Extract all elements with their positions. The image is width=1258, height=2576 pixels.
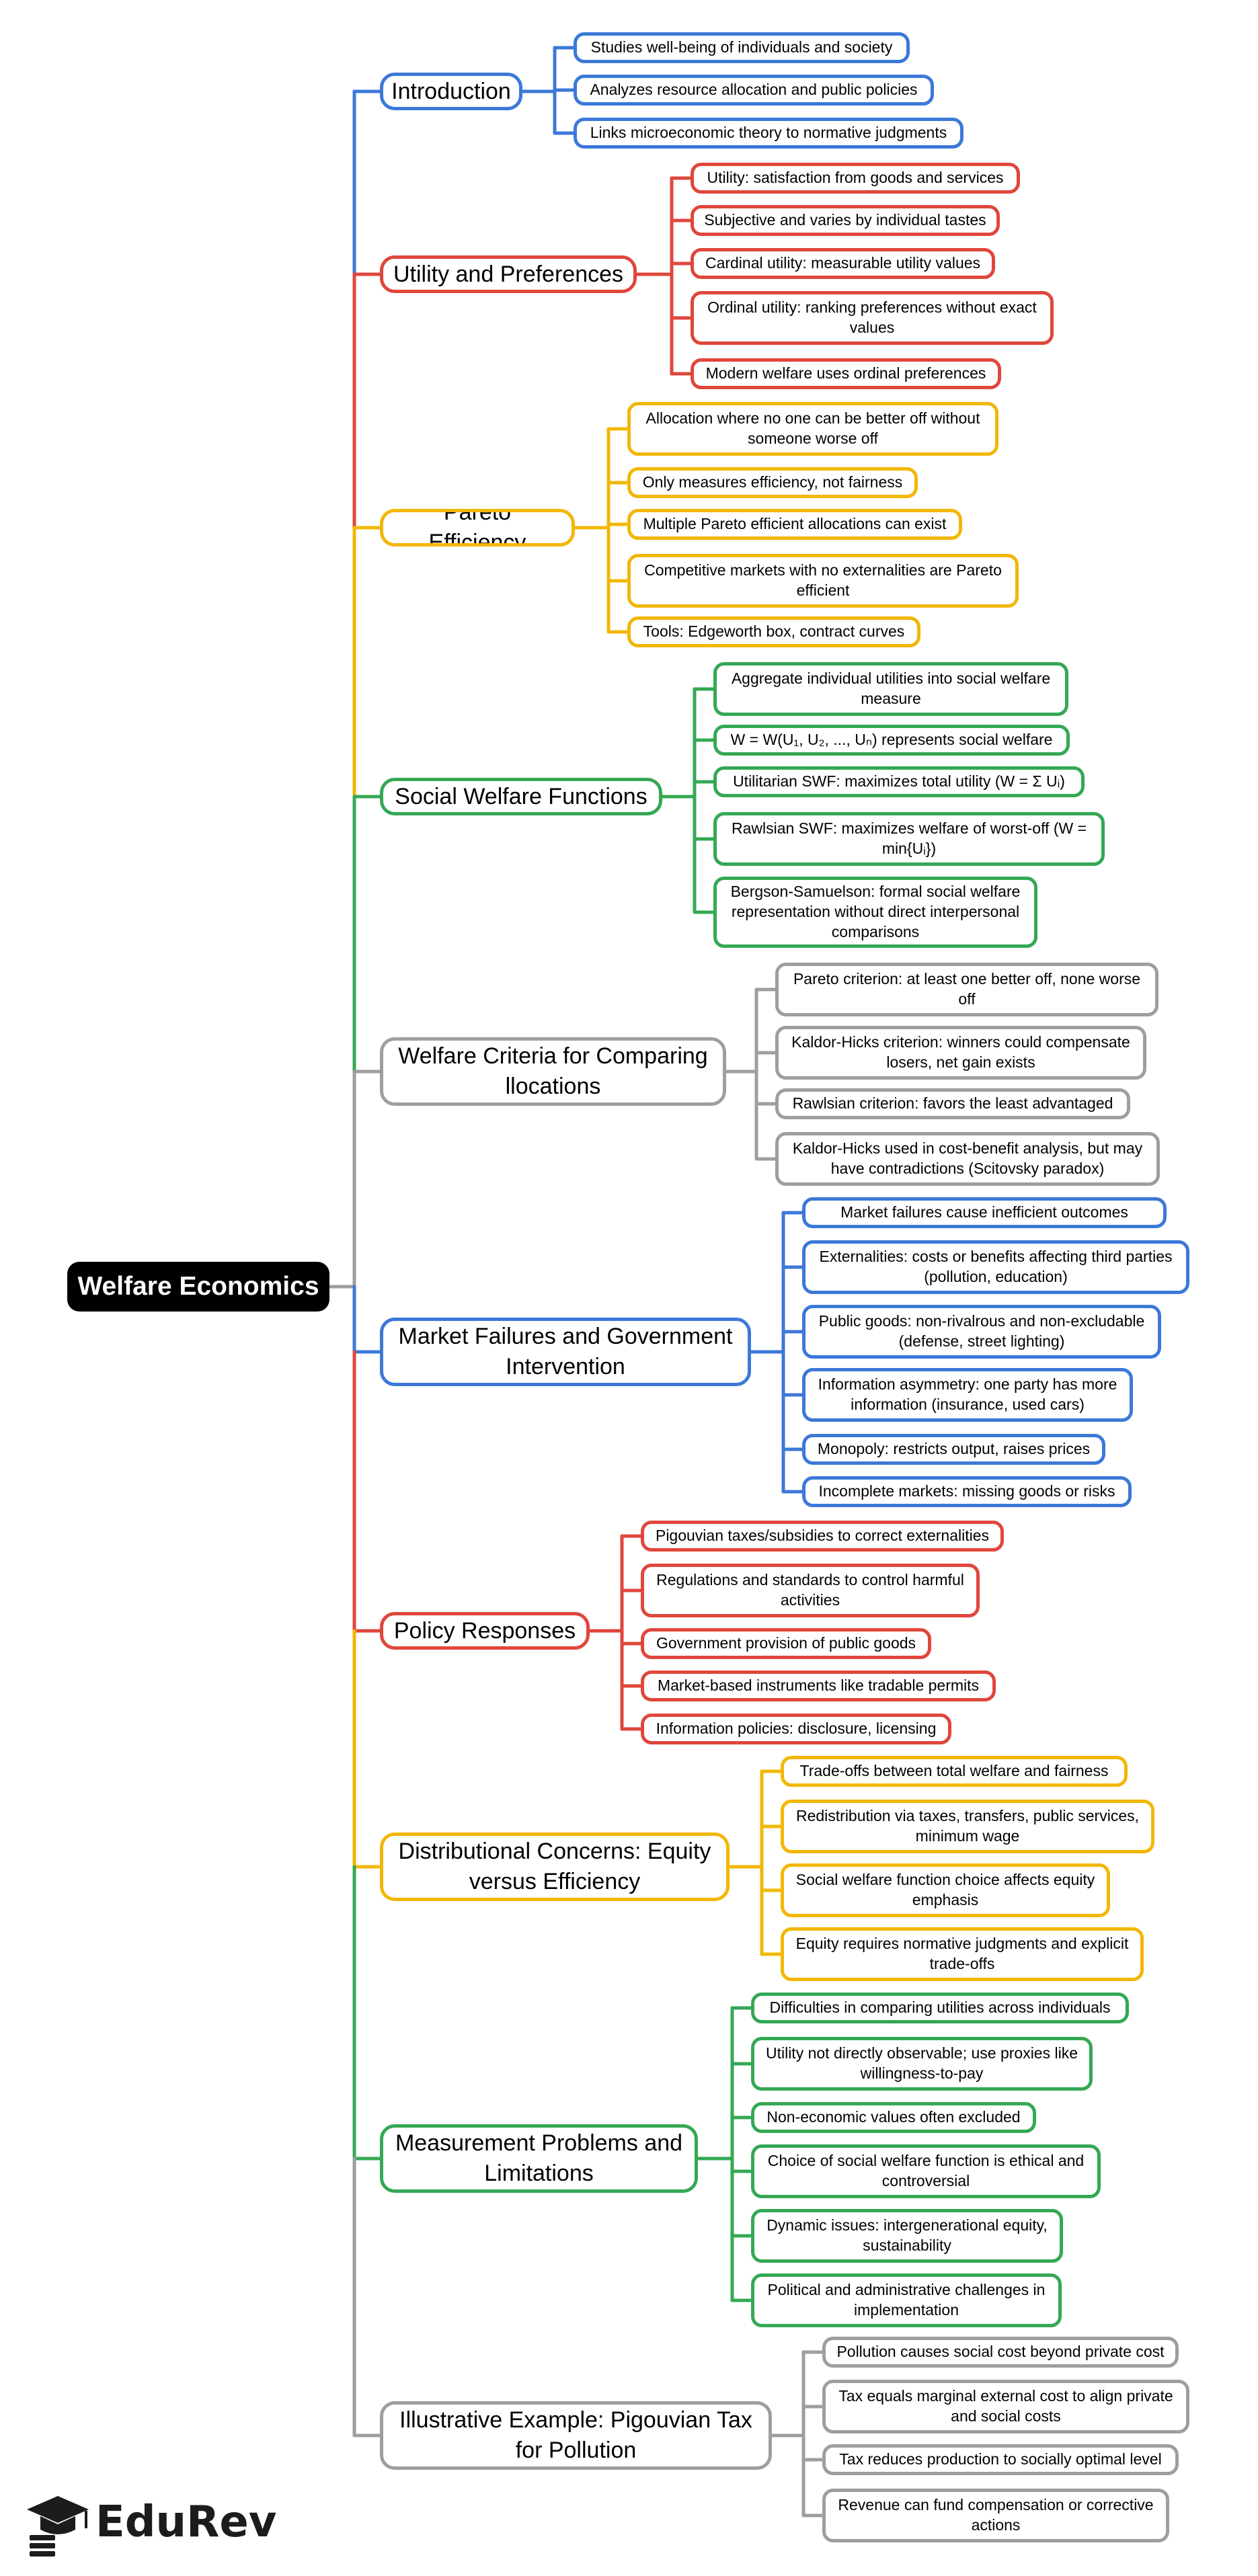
leaf-node: Equity requires normative judgments and … [781,1927,1144,1981]
leaf-node: Redistribution via taxes, transfers, pub… [781,1800,1154,1853]
leaf-node: Social welfare function choice affects e… [781,1863,1110,1917]
leaf-node: Tax reduces production to socially optim… [822,2444,1179,2475]
leaf-node: Choice of social welfare function is eth… [751,2144,1101,2198]
branch-node: Utility and Preferences [380,255,637,293]
leaf-node: Government provision of public goods [641,1628,931,1659]
leaf-node: Monopoly: restricts output, raises price… [802,1434,1105,1465]
branch-node: Introduction [380,73,522,110]
leaf-node: Market-based instruments like tradable p… [641,1671,996,1701]
branch-node: Pareto Efficiency [380,509,575,547]
leaf-node: Allocation where no one can be better of… [627,402,998,456]
leaf-node: Externalities: costs or benefits affecti… [802,1240,1189,1294]
branch-node: Distributional Concerns: Equity versus E… [380,1833,730,1901]
leaf-node: Pareto criterion: at least one better of… [775,963,1158,1016]
leaf-node: W = W(U₁, U₂, ..., Uₙ) represents social… [713,725,1070,756]
leaf-node: Rawlsian SWF: maximizes welfare of worst… [713,812,1105,866]
leaf-node: Non-economic values often excluded [751,2102,1036,2133]
branch-node: Welfare Criteria for Comparing llocation… [380,1037,726,1106]
edurev-logo: EduRev [24,2491,277,2558]
leaf-node: Links microeconomic theory to normative … [574,118,964,149]
leaf-node: Utilitarian SWF: maximizes total utility… [713,766,1085,797]
leaf-node: Cardinal utility: measurable utility val… [691,248,995,279]
leaf-node: Political and administrative challenges … [751,2273,1062,2327]
branch-node: Policy Responses [380,1612,590,1650]
leaf-node: Utility: satisfaction from goods and ser… [691,163,1020,194]
leaf-node: Aggregate individual utilities into soci… [713,662,1068,716]
leaf-node: Subjective and varies by individual tast… [691,205,1000,236]
branch-node: Measurement Problems and Limitations [380,2124,698,2193]
graduation-cap-icon [27,2496,89,2557]
leaf-node: Market failures cause inefficient outcom… [802,1197,1167,1228]
leaf-node: Modern welfare uses ordinal preferences [691,358,1001,389]
branch-node: Social Welfare Functions [380,778,662,815]
leaf-node: Kaldor-Hicks used in cost-benefit analys… [775,1132,1160,1186]
leaf-node: Difficulties in comparing utilities acro… [751,1993,1129,2023]
leaf-node: Incomplete markets: missing goods or ris… [802,1476,1132,1507]
leaf-node: Tax equals marginal external cost to ali… [822,2380,1189,2433]
leaf-node: Information asymmetry: one party has mor… [802,1368,1133,1422]
leaf-node: Trade-offs between total welfare and fai… [781,1756,1128,1787]
leaf-node: Public goods: non-rivalrous and non-excl… [802,1305,1161,1359]
leaf-node: Revenue can fund compensation or correct… [822,2489,1169,2542]
leaf-node: Utility not directly observable; use pro… [751,2037,1093,2091]
leaf-node: Tools: Edgeworth box, contract curves [627,616,920,647]
leaf-node: Information policies: disclosure, licens… [641,1714,951,1744]
leaf-node: Ordinal utility: ranking preferences wit… [691,291,1054,345]
brand-name: EduRev [95,2497,277,2547]
leaf-node: Kaldor-Hicks criterion: winners could co… [775,1026,1146,1080]
leaf-node: Bergson-Samuelson: formal social welfare… [713,877,1037,948]
leaf-node: Competitive markets with no externalitie… [627,554,1019,608]
root-node: Welfare Economics [67,1262,329,1312]
leaf-node: Regulations and standards to control har… [641,1564,980,1617]
leaf-node: Studies well-being of individuals and so… [574,32,910,63]
leaf-node: Analyzes resource allocation and public … [574,75,934,106]
branch-node: Illustrative Example: Pigouvian Tax for … [380,2401,772,2470]
branch-node: Market Failures and Government Intervent… [380,1318,751,1386]
leaf-node: Dynamic issues: intergenerational equity… [751,2209,1063,2263]
leaf-node: Pollution causes social cost beyond priv… [822,2337,1179,2368]
leaf-node: Only measures efficiency, not fairness [627,467,918,498]
leaf-node: Multiple Pareto efficient allocations ca… [627,509,962,540]
leaf-node: Pigouvian taxes/subsidies to correct ext… [641,1521,1004,1552]
leaf-node: Rawlsian criterion: favors the least adv… [775,1088,1130,1119]
